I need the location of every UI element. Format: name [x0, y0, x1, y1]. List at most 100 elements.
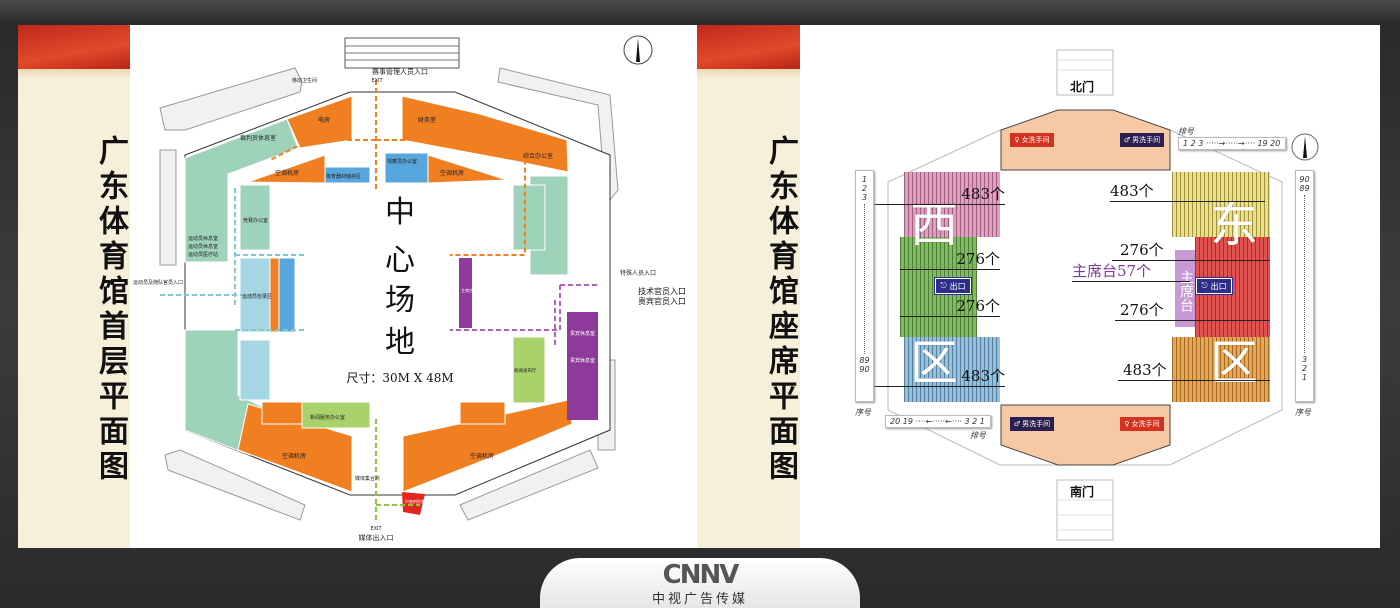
seats-west-bottom	[904, 337, 1000, 402]
label-vip-rest2: 贵宾休息室	[570, 357, 595, 364]
label-power: 电房	[318, 116, 330, 124]
seq-number: 90	[859, 365, 870, 374]
row-scale-bottom: 20 19 ····←·····←···· 3 2 1	[885, 415, 991, 428]
restroom-label: 男洗手间	[1132, 136, 1161, 144]
field-size: 尺寸：30M X 48M	[346, 371, 453, 385]
entrance-left-label: 运动员及随队官员入口	[133, 279, 183, 286]
label-athlete-medical: 运动员医疗站	[188, 251, 218, 258]
label-athlete-rest1: 运动员休息室	[188, 235, 218, 242]
seq-number: 3	[1301, 355, 1308, 364]
label-competition-office: 竞赛办公室	[243, 217, 268, 224]
seating-plan-title-panel: 广东体育馆座席平面图	[697, 25, 800, 548]
count-west-top: 483个	[865, 183, 1005, 205]
floor-plan-title-panel: 广东体育馆首层平面图	[18, 25, 130, 548]
room-vip	[567, 312, 598, 420]
room-press-hall	[512, 336, 546, 404]
west-zone-char-1: 西	[910, 197, 959, 253]
logo-area	[540, 558, 860, 608]
south-gate-label: 南门	[1070, 485, 1095, 499]
room-athlete-check	[239, 257, 271, 333]
exit-label: 出口	[949, 281, 966, 291]
exit-icon: ⎋	[1201, 281, 1208, 290]
landscape-se	[459, 449, 599, 521]
row-label-bottom: 排号	[970, 431, 986, 440]
label-referee-rest: 裁判员休息室	[240, 134, 276, 142]
band-shadow	[18, 69, 130, 79]
seq-number: 90	[1299, 175, 1310, 184]
exit-top: EXIT	[371, 78, 383, 84]
landscape-nw	[159, 67, 303, 131]
main-stage-block: 主席台	[1175, 250, 1195, 327]
seq-number: 2	[861, 184, 868, 193]
label-athlete-rest2: 运动员休息室	[188, 243, 218, 250]
entrance-top-label: 赛事管理人员入口	[372, 67, 428, 76]
count-east-bottom: 483个	[1118, 359, 1270, 381]
exit-sign-east: ⎋出口	[1195, 277, 1233, 295]
landscape-w	[159, 149, 177, 266]
restroom-label: 女洗手间	[1021, 136, 1050, 144]
east-zone-char-2: 区	[1210, 335, 1259, 391]
label-press-hall: 新闻发布厅	[514, 367, 537, 374]
room-main-stage	[459, 258, 472, 328]
male-icon: ♂	[1013, 420, 1021, 428]
label-doping: 兴奋剂检查室	[405, 498, 429, 504]
row-label-top: 排号	[1178, 127, 1194, 136]
route-vip	[450, 284, 600, 345]
label-athlete-check: 运动员检录区	[242, 293, 272, 300]
seq-number: 89	[859, 356, 870, 365]
room-west-stack	[239, 339, 271, 401]
seats-east-top	[1172, 172, 1270, 237]
room-observer	[384, 152, 429, 184]
exit-icon: ⎋	[940, 281, 947, 290]
seq-dotted-line	[864, 204, 865, 354]
north-building	[1000, 109, 1171, 171]
restroom-male-north: ♂男洗手间	[1120, 133, 1164, 147]
route-athletes	[160, 188, 305, 331]
label-general: 综合办公室	[523, 152, 553, 160]
female-icon: ♀	[1014, 136, 1020, 144]
room-equipment	[324, 166, 371, 184]
mobile-wc-label: 移动卫生间	[292, 77, 317, 84]
route-officials	[269, 80, 526, 256]
count-east-mid2: 276个	[1115, 299, 1270, 321]
room-competition-office	[239, 184, 271, 251]
entrance-right-label: 技术官员入口 贵宾官员入口	[638, 287, 690, 307]
count-west-bottom: 483个	[865, 365, 1005, 387]
label-finance: 财务室	[418, 116, 436, 124]
seq-number: 1	[1301, 373, 1308, 382]
field-char-4: 地	[385, 325, 415, 360]
west-zone-char-2: 区	[910, 335, 959, 391]
label-ac-nw: 空调机房	[275, 169, 299, 177]
seq-number: 2	[1301, 364, 1308, 373]
restroom-female-south: ♀女洗手间	[1120, 417, 1164, 431]
compass-icon	[1291, 133, 1319, 161]
seq-label-right: 序号	[1295, 408, 1311, 417]
count-west-mid2: 276个	[900, 295, 1000, 317]
room-east-office	[512, 184, 546, 251]
label-ac-sw: 空调机房	[282, 452, 306, 460]
room-ac-s2	[459, 401, 506, 425]
seq-dotted-line	[1304, 195, 1305, 353]
floor-plan-title: 广东体育馆首层平面图	[93, 135, 128, 485]
cnnv-logo: CNNV	[662, 560, 740, 590]
seq-number: 89	[1299, 184, 1310, 193]
exit-bottom: EXIT	[370, 526, 382, 532]
count-main-stage: 主席台57个	[1072, 260, 1190, 282]
label-ac-ne: 空调机房	[440, 169, 464, 177]
label-ac-se: 空调机房	[470, 452, 494, 460]
east-zone-char-1: 东	[1210, 197, 1259, 253]
field-char-1: 中	[385, 195, 415, 230]
seq-number: 1	[861, 175, 868, 184]
room-west-blue	[278, 257, 296, 333]
field-char-2: 心	[385, 243, 415, 278]
label-main-stage: 主席台	[461, 287, 473, 293]
room-news-service	[301, 401, 371, 429]
compass-icon	[623, 35, 653, 65]
seats-east-bottom	[1172, 337, 1270, 402]
room-ac-s1	[261, 401, 303, 425]
exit-sign-west: ⎋出口	[934, 277, 972, 295]
field-char-3: 场	[385, 283, 415, 318]
seq-scale-left: 1 2 3 89 90	[855, 170, 874, 402]
landscape-sw	[164, 449, 306, 521]
north-stair	[344, 37, 460, 69]
